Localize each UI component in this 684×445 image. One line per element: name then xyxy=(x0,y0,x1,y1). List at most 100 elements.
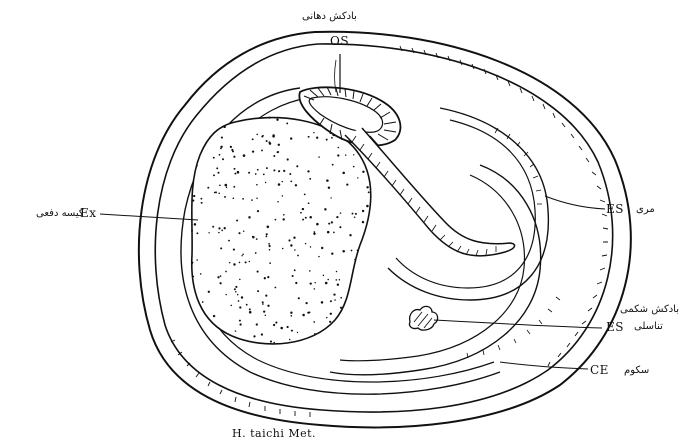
os-label-fa: بادکش دهانی xyxy=(302,12,357,22)
stipple-dot xyxy=(314,333,316,335)
stipple-dot xyxy=(193,195,195,197)
stipple-dot xyxy=(287,326,289,328)
stipple-dot xyxy=(332,164,334,166)
stipple-dot xyxy=(233,249,235,251)
stipple-dot xyxy=(314,288,316,290)
stipple-dot xyxy=(265,295,267,297)
stipple-dot xyxy=(333,293,335,295)
es-bottom-label-fa-1: بادکش شکمی xyxy=(620,305,679,315)
stipple-dot xyxy=(313,321,315,323)
stipple-dot xyxy=(239,320,241,322)
stipple-dot xyxy=(321,247,323,249)
stipple-dot xyxy=(351,250,353,252)
stipple-dot xyxy=(338,147,340,149)
stipple-dot xyxy=(257,290,259,292)
stipple-dot xyxy=(345,154,346,155)
stipple-dot xyxy=(275,287,277,289)
stipple-dot xyxy=(352,213,354,215)
stipple-dot xyxy=(324,208,326,210)
stipple-dot xyxy=(300,212,302,214)
stipple-dot xyxy=(330,300,332,302)
stipple-dot xyxy=(331,221,333,223)
stipple-dot xyxy=(282,248,284,250)
stipple-dot xyxy=(309,270,311,272)
stipple-dot xyxy=(308,136,310,138)
stipple-dot xyxy=(200,198,202,200)
stipple-dot xyxy=(297,255,299,257)
stipple-dot xyxy=(266,233,268,235)
stipple-dot xyxy=(213,315,215,317)
stipple-dot xyxy=(235,330,236,331)
stipple-dot xyxy=(357,250,359,252)
stipple-dot xyxy=(362,210,364,212)
stipple-dot xyxy=(234,173,236,175)
stipple-dot xyxy=(340,307,342,309)
stipple-dot xyxy=(241,255,242,256)
stipple-dot xyxy=(313,232,315,234)
stipple-dot xyxy=(269,249,271,251)
stipple-dot xyxy=(318,256,319,257)
stipple-dot xyxy=(239,306,241,308)
stipple-dot xyxy=(224,227,226,229)
stipple-dot xyxy=(237,294,239,296)
stipple-dot xyxy=(252,150,254,152)
stipple-dot xyxy=(340,297,342,299)
stipple-dot xyxy=(261,333,263,335)
stipple-dot xyxy=(257,210,259,212)
ex-label-fa: کیسه دفعی xyxy=(36,209,84,219)
stipple-dot xyxy=(297,332,298,333)
stipple-dot xyxy=(191,230,193,232)
stipple-dot xyxy=(225,294,226,295)
stipple-dot xyxy=(242,254,244,256)
stipple-dot xyxy=(295,282,297,284)
stipple-dot xyxy=(261,135,263,137)
stipple-dot xyxy=(257,271,259,273)
es-bottom-label-code: ES xyxy=(606,321,624,333)
stipple-dot xyxy=(277,201,279,203)
stipple-dot xyxy=(231,149,233,151)
stipple-dot xyxy=(251,199,253,201)
es-bottom-label-fa-2: تناسلی xyxy=(634,322,663,332)
stipple-dot xyxy=(273,169,275,171)
stipple-dot xyxy=(305,302,307,304)
stipple-dot xyxy=(295,184,297,186)
stipple-dot xyxy=(201,202,203,204)
stipple-dot xyxy=(278,144,280,146)
stipple-dot xyxy=(233,156,235,158)
stipple-dot xyxy=(327,231,330,234)
stipple-dot xyxy=(266,167,268,169)
ex-label-code: Ex xyxy=(80,207,97,219)
stipple-dot xyxy=(353,166,355,168)
stipple-dot xyxy=(234,168,236,170)
stipple-dot xyxy=(275,322,277,324)
stipple-dot xyxy=(208,291,210,293)
stipple-dot xyxy=(249,261,250,262)
stipple-dot xyxy=(262,303,264,305)
stipple-dot xyxy=(266,236,268,238)
stipple-dot xyxy=(262,301,264,303)
stipple-dot xyxy=(282,195,284,197)
stipple-dot xyxy=(222,158,224,160)
stipple-dot xyxy=(217,276,219,278)
stipple-dot xyxy=(263,174,265,176)
stipple-dot xyxy=(228,240,230,242)
stipple-dot xyxy=(255,173,257,175)
stipple-dot xyxy=(268,243,270,245)
stipple-dot xyxy=(368,191,370,193)
stipple-dot xyxy=(225,271,227,273)
stipple-dot xyxy=(302,219,304,221)
stipple-dot xyxy=(261,149,263,151)
stipple-dot xyxy=(239,323,241,325)
os-label-code: OS xyxy=(330,35,349,47)
stipple-dot xyxy=(314,231,316,233)
stipple-dot xyxy=(283,170,285,172)
stipple-dot xyxy=(219,154,221,156)
excretory-bladder xyxy=(192,118,371,344)
stipple-dot xyxy=(196,259,198,261)
stipple-dot xyxy=(289,173,291,175)
stipple-dot xyxy=(286,122,288,124)
stipple-dot xyxy=(239,262,241,264)
stipple-dot xyxy=(331,253,333,255)
stipple-dot xyxy=(316,137,318,139)
stipple-dot xyxy=(292,275,294,277)
